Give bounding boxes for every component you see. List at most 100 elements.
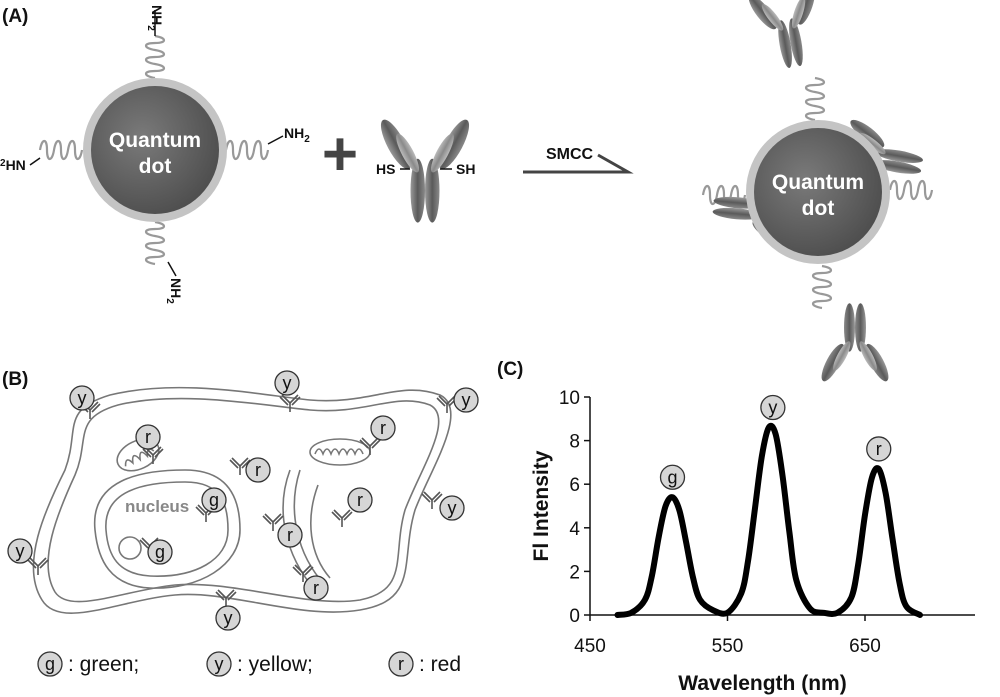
- y-tick-label: 2: [569, 562, 580, 583]
- svg-text:: yellow;: : yellow;: [237, 653, 313, 676]
- y-tick-label: 6: [569, 475, 580, 496]
- conjugate-antibody-top: [743, 0, 832, 74]
- spectrum-curve: [614, 422, 923, 618]
- qd-label-1: Quantum: [109, 129, 201, 152]
- svg-text:y: y: [283, 373, 292, 393]
- legend-green: g : green;: [37, 651, 139, 677]
- cell-badge-g: g: [201, 487, 227, 513]
- svg-text:r: r: [380, 418, 386, 438]
- qd-label-2: dot: [139, 155, 172, 178]
- cell-badge-y: y: [439, 495, 465, 521]
- svg-text:y: y: [16, 541, 25, 561]
- qd-product-label-1: Quantum: [772, 171, 864, 194]
- quantum-dot-conjugate: Quantum dot: [701, 0, 934, 385]
- peak-badge-g: g: [659, 464, 686, 490]
- svg-text:: green;: : green;: [68, 653, 139, 676]
- svg-text:g: g: [155, 542, 165, 562]
- svg-text:y: y: [224, 608, 233, 628]
- cell-antibody: [27, 557, 49, 576]
- reagent-label: SMCC: [546, 146, 594, 163]
- cell-membrane-outer: [32, 386, 452, 614]
- cell-badge-y: y: [274, 370, 300, 396]
- x-tick-label: 550: [712, 636, 744, 657]
- svg-text:y: y: [78, 388, 87, 408]
- cell-badge-y: y: [215, 605, 241, 631]
- cell-antibody: [421, 491, 443, 510]
- x-tick-label: 450: [574, 636, 606, 657]
- quantum-dot-reactant: NH2 NH2 2HN NH2 Quantum dot: [0, 5, 310, 304]
- svg-text:g: g: [667, 467, 677, 487]
- svg-text:y: y: [448, 498, 457, 518]
- peak-badge-r: r: [866, 436, 892, 462]
- linker-top: NH2: [144, 5, 166, 80]
- cell-badge-g: g: [147, 539, 173, 565]
- x-ticks: 450 550 650: [574, 615, 881, 657]
- panel-b-label: (B): [2, 369, 28, 390]
- svg-text:g: g: [209, 490, 219, 510]
- mitochondrion-left: [116, 438, 160, 472]
- svg-text:r: r: [357, 490, 363, 510]
- amine-label-bottom: NH2: [164, 278, 184, 304]
- svg-text:r: r: [313, 578, 319, 598]
- nucleus-inner: [105, 481, 229, 577]
- conjugate-antibody-bottom: [817, 303, 893, 385]
- cell-badge-y: y: [453, 387, 479, 413]
- svg-text:y: y: [768, 398, 777, 418]
- x-tick-label: 650: [849, 636, 881, 657]
- linker-left: 2HN: [0, 139, 84, 173]
- cell-membrane-inner: [47, 397, 440, 603]
- svg-text:g: g: [45, 654, 55, 674]
- svg-text:r: r: [287, 525, 293, 545]
- qd-product-label-2: dot: [802, 197, 835, 220]
- mitochondrion-right: [309, 438, 371, 466]
- svg-text:r: r: [876, 439, 882, 459]
- cell-antibody-badges: y y y r r r g g r r y y r y: [7, 370, 479, 631]
- svg-text:: red: : red: [419, 653, 461, 676]
- amine-label-left: 2HN: [0, 157, 26, 173]
- cell-badge-y: y: [69, 385, 95, 411]
- thiol-right: SH: [456, 161, 475, 177]
- nucleus-outer: [93, 469, 241, 589]
- svg-text:r: r: [255, 460, 261, 480]
- svg-text:y: y: [215, 654, 224, 674]
- plus-sign: +: [322, 120, 358, 189]
- cell-badge-r: r: [370, 415, 396, 441]
- cell-badge-y: y: [7, 538, 33, 564]
- panel-a-label: (A): [2, 6, 28, 27]
- linker-bottom: NH2: [144, 220, 184, 304]
- peak-badge-y: y: [760, 394, 786, 421]
- thiol-left: HS: [376, 161, 395, 177]
- linker-right: NH2: [224, 125, 310, 161]
- antibody-reactant: HS SH: [375, 115, 475, 223]
- reaction-arrow: SMCC: [523, 146, 634, 174]
- panel-c-label: (C): [497, 359, 523, 380]
- y-axis-title: Fl Intensity: [530, 450, 553, 561]
- y-ticks: 0 2 4 6 8 10: [559, 388, 590, 627]
- y-tick-label: 4: [569, 519, 580, 540]
- svg-text:r: r: [398, 654, 404, 674]
- amine-label-right: NH2: [284, 125, 310, 145]
- cell-badge-r: r: [277, 522, 303, 548]
- amine-label-top: NH2: [145, 5, 165, 31]
- qd-core: [91, 86, 219, 214]
- cell-badge-r: r: [135, 424, 161, 450]
- y-tick-label: 10: [559, 388, 580, 409]
- legend-red: r : red: [388, 651, 461, 677]
- fluorescence-chart: 0 2 4 6 8 10 450 550 650 g y r Fl Intensity Wavel…: [530, 388, 975, 695]
- y-tick-label: 8: [569, 432, 580, 453]
- panel-b-legend: g : green; y : yellow; r : red: [37, 651, 461, 677]
- nucleus-label: nucleus: [125, 497, 189, 516]
- qd-core-product: [754, 128, 882, 256]
- nucleolus: [118, 536, 142, 560]
- legend-yellow: y : yellow;: [206, 651, 313, 677]
- x-axis-title: Wavelength (nm): [678, 672, 846, 695]
- cell-badge-r: r: [303, 575, 329, 601]
- cell-antibody: [331, 509, 353, 528]
- peak-badges: g y r: [659, 394, 892, 490]
- y-tick-label: 0: [569, 606, 580, 627]
- svg-text:r: r: [145, 427, 151, 447]
- svg-text:y: y: [462, 390, 471, 410]
- cell-badge-r: r: [347, 487, 373, 513]
- cell-badge-r: r: [245, 457, 271, 483]
